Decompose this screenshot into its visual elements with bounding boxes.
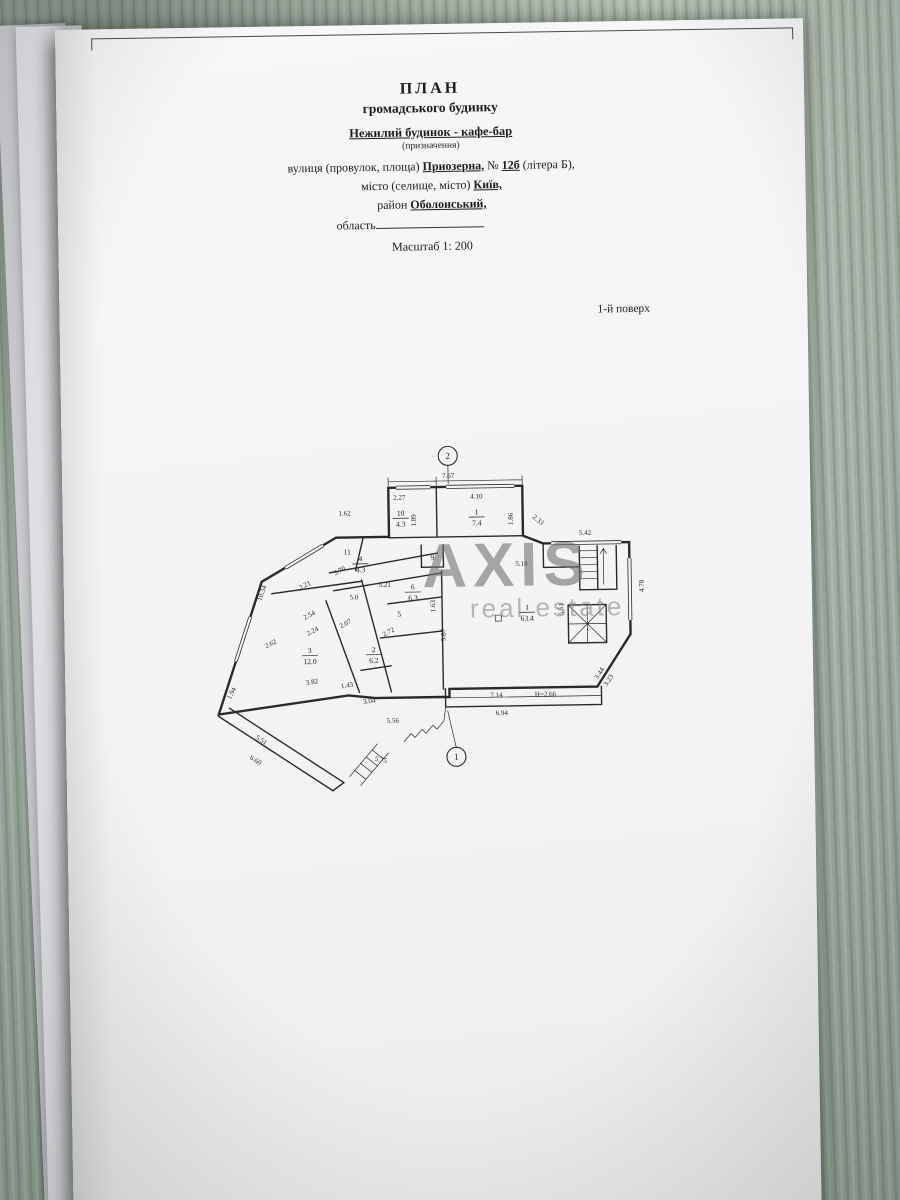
axis-leader-lines xyxy=(447,464,457,749)
region-label: область xyxy=(336,217,376,233)
dimension-label: 1.89 xyxy=(410,514,418,527)
dimension-label: 5.18 xyxy=(515,560,528,568)
room-area: 7.4 xyxy=(472,518,482,527)
street-label: вулиця (провулок, площа) xyxy=(287,159,423,176)
dimension-label: 2.33 xyxy=(531,513,546,527)
number-label: № xyxy=(484,158,502,173)
dimension-label: 3.82 xyxy=(305,677,319,687)
dimension-label: 4.10 xyxy=(470,492,483,500)
dimension-label: 5.51 xyxy=(254,733,269,747)
dimension-label: 4.78 xyxy=(638,579,646,592)
dimension-label: 5.87 xyxy=(439,628,447,641)
room-area: 6.3 xyxy=(408,593,418,602)
border-frame xyxy=(91,27,794,52)
room-number: 5 xyxy=(397,610,401,619)
room-area: 4.3 xyxy=(396,520,406,529)
axis-marker-circle xyxy=(446,746,467,767)
city-label: місто (селище, місто) xyxy=(360,177,474,194)
dimension-label: 5.56 xyxy=(387,717,400,725)
porch-step-line xyxy=(445,695,602,699)
document-sheet: ПЛАН громадського будинку Нежилий будино… xyxy=(55,18,823,1200)
terrace-strip xyxy=(217,707,345,792)
dimension-label: 5.0 xyxy=(350,593,359,601)
room-number: 1 xyxy=(475,507,479,516)
interior-walls xyxy=(271,486,581,694)
purpose-value: Нежилий будинок - кафе-бар xyxy=(349,123,513,141)
city-value: Київ, xyxy=(473,177,503,192)
plan-labels: 7.67 1.62 2.27 4.10 1.89 1.86 2.33 5.42 5.18 3.70… xyxy=(225,472,646,768)
room-number: 9 xyxy=(430,553,434,562)
stair-flight-bottom xyxy=(349,743,389,786)
steps-zigzag xyxy=(403,706,447,743)
dimension-label: 5.21 xyxy=(379,581,392,589)
region-blank-line xyxy=(375,215,484,229)
room-number: 2 xyxy=(372,645,376,654)
scale-label: Масштаб 1: 200 xyxy=(391,238,473,254)
room-number: 4 xyxy=(358,554,362,563)
dimension-label: 1.62 xyxy=(338,509,351,517)
dimension-label: 6.60 xyxy=(248,754,263,768)
dimension-label: 2.24 xyxy=(305,625,320,638)
winder-stair-lines xyxy=(567,603,608,644)
dimension-label: 2.27 xyxy=(393,494,406,502)
dimension-label: Н=2.66 xyxy=(535,690,557,698)
dimension-label: 2.07 xyxy=(338,617,353,630)
document-header: ПЛАН громадського будинку Нежилий будино… xyxy=(56,74,807,260)
district-label: район xyxy=(377,197,411,212)
dimension-label: 2.62 xyxy=(263,637,278,650)
dimension-label: 1.63 xyxy=(429,599,437,612)
stair-block-top xyxy=(578,542,618,591)
room-number: 1 xyxy=(525,603,529,612)
dimension-label: 7.67 xyxy=(442,472,455,480)
dimension-label: 2.21 xyxy=(298,579,313,592)
axis-marker-circle xyxy=(437,445,458,466)
dimension-label: 1.43 xyxy=(340,681,354,691)
dimension-witness-line xyxy=(387,475,523,487)
stair-block-treads xyxy=(578,547,607,585)
room-area: 6.2 xyxy=(369,656,379,665)
dimension-label: 5.42 xyxy=(579,529,592,537)
room-number: 3 xyxy=(308,646,312,655)
dimension-label: 6.94 xyxy=(496,709,509,717)
room-area: 4.3 xyxy=(356,565,366,574)
dimension-label: 10.34 xyxy=(256,584,269,602)
column-symbol xyxy=(494,614,502,622)
dimension-label: 1.86 xyxy=(507,512,515,525)
window-glyphs xyxy=(234,483,633,662)
axis-marker-label: 2 xyxy=(445,451,450,461)
plan-axis-markers: 21 xyxy=(437,445,467,767)
room-number: 6 xyxy=(411,582,415,591)
room-area: 12.0 xyxy=(303,657,317,666)
dimension-label: 5.75 xyxy=(374,755,388,765)
number-suffix: (літера Б), xyxy=(519,156,575,172)
window-gaps xyxy=(233,483,634,663)
floor-plan-svg: 7.67 1.62 2.27 4.10 1.89 1.86 2.33 5.42 5.18 3.70… xyxy=(217,445,646,792)
axis-marker-label: 1 xyxy=(454,752,459,762)
plan-windows xyxy=(233,483,634,663)
dimension-label: 3.04 xyxy=(363,696,377,706)
room-area: 63.4 xyxy=(521,614,535,623)
number-value: 12б xyxy=(501,157,520,172)
street-value: Приозерна, xyxy=(422,158,485,174)
district-value: Оболонський, xyxy=(410,196,487,212)
dimension-label: 2.54 xyxy=(302,609,317,622)
floor-label: 1-й поверх xyxy=(597,302,651,316)
plan-walls xyxy=(217,464,632,792)
dimension-label: 7.14 xyxy=(490,691,503,699)
dimension-label: 3.70 xyxy=(332,564,347,577)
room-number: 11 xyxy=(344,547,352,556)
room-number: 10 xyxy=(397,509,405,518)
dimension-label: 5.51 xyxy=(557,602,565,615)
